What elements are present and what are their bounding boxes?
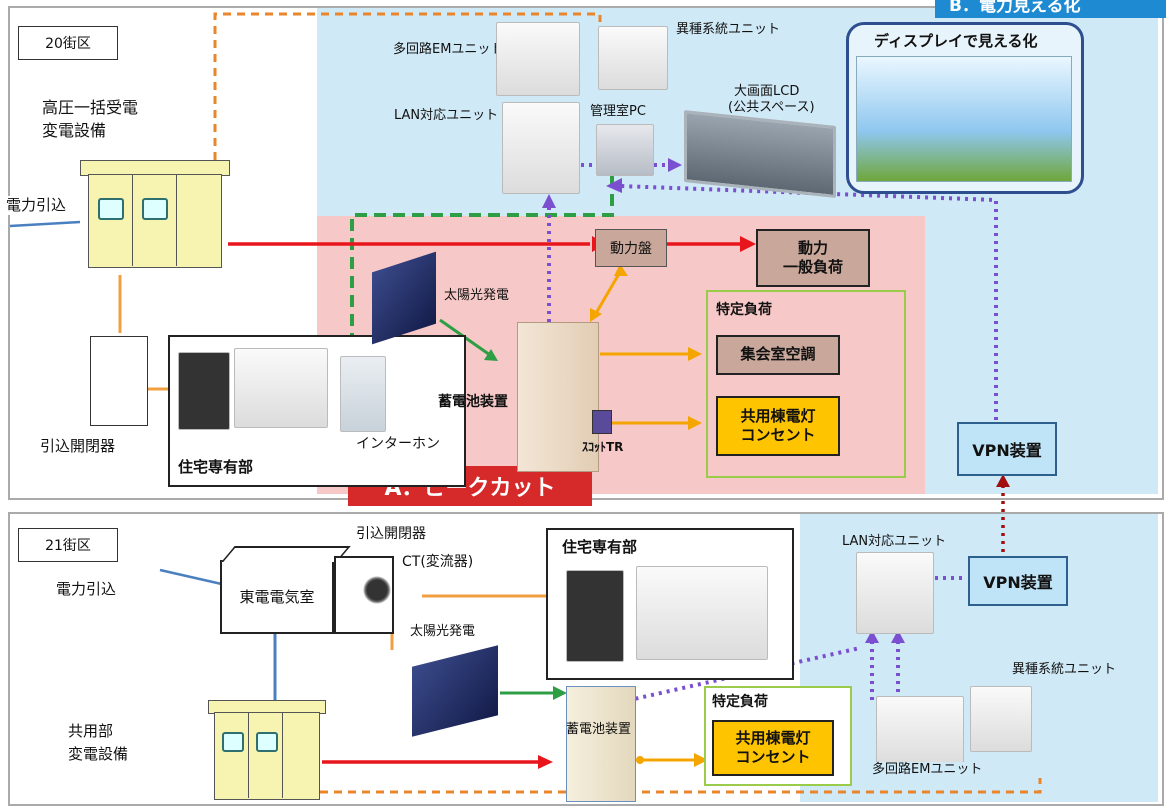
intake-switch-bottom-label: 引込開閉器	[356, 526, 426, 542]
vpn-device-top: VPN装置	[957, 422, 1057, 476]
display-bubble-title: ディスプレイで見える化	[874, 32, 1038, 50]
breaker-panel-top	[234, 348, 328, 428]
meeting-ac-label: 集会室空調	[740, 345, 816, 364]
residence-top-label: 住宅専有部	[178, 458, 254, 476]
scott-tr-label: ｽｺｯﾄTR	[582, 440, 624, 454]
foreign-system-unit-bottom	[970, 686, 1032, 752]
multi-em-unit-bottom	[876, 696, 964, 766]
intercom-device	[340, 356, 386, 432]
admin-pc-label: 管理室PC	[590, 104, 646, 119]
display-screen-mock	[856, 56, 1072, 182]
battery-cabinet-bottom	[566, 686, 636, 802]
power-load-line1: 動力	[797, 238, 828, 257]
lan-unit-bottom	[856, 552, 934, 634]
block21-label: 21街区	[18, 528, 118, 562]
hv-substation-cabinet	[80, 160, 230, 272]
meter-device-top	[178, 352, 230, 430]
battery-cabinet-top	[517, 322, 599, 472]
ct-label: CT(変流器)	[402, 554, 474, 570]
tepco-room-label: 東電電気室	[239, 588, 315, 606]
intake-switch-top-label: 引込開閉器	[40, 437, 116, 455]
battery-top-label: 蓄電池装置	[438, 394, 508, 410]
visualization-banner: B．電力見える化	[935, 0, 1166, 18]
admin-pc	[596, 124, 654, 176]
large-lcd-line2: (公共スペース)	[728, 100, 815, 115]
specific-load-bottom-label: 特定負荷	[712, 694, 768, 710]
vpn-device-bottom: VPN装置	[968, 556, 1068, 606]
hv-receiving-line1: 高圧一括受電	[42, 98, 139, 117]
common-substation-cabinet	[208, 700, 326, 800]
multi-em-unit-top	[496, 22, 580, 96]
lan-unit-top	[502, 102, 580, 194]
solar-top-label: 太陽光発電	[444, 288, 510, 303]
battery-bottom-label: 蓄電池装置	[566, 722, 632, 737]
power-panel: 動力盤	[595, 229, 667, 267]
power-load-line2: 一般負荷	[782, 258, 843, 276]
foreign-system-unit-top	[598, 26, 668, 90]
lan-unit-top-label: LAN対応ユニット	[394, 108, 499, 123]
common-light-bottom-line2: コンセント	[735, 748, 811, 766]
foreign-system-unit-top-label: 異種系統ユニット	[676, 22, 781, 37]
specific-load-top-label: 特定負荷	[716, 302, 772, 318]
power-general-load: 動力 一般負荷	[756, 229, 870, 287]
meter-device-bottom	[566, 570, 624, 662]
large-lcd-line1: 大画面LCD	[734, 84, 800, 99]
scott-tr-device	[592, 410, 612, 434]
ct-device	[342, 576, 392, 604]
common-lighting-top: 共用棟電灯 コンセント	[716, 396, 840, 456]
tepco-room-top-face	[221, 546, 351, 562]
specific-load-frame-top	[706, 290, 906, 478]
block20-label: 20街区	[18, 26, 118, 60]
power-intake-top: 電力引込	[6, 196, 67, 215]
intercom-label: インターホン	[356, 436, 440, 452]
meeting-room-ac: 集会室空調	[716, 335, 840, 375]
tepco-room: 東電電気室	[220, 560, 334, 634]
lan-unit-bottom-label: LAN対応ユニット	[842, 534, 947, 549]
common-sub-line2: 変電設備	[68, 745, 129, 763]
intake-switch-box	[90, 336, 148, 426]
power-intake-bottom: 電力引込	[56, 580, 117, 598]
common-light-top-line2: コンセント	[740, 426, 816, 444]
common-light-bottom-line1: 共用棟電灯	[735, 728, 811, 747]
common-lighting-bottom: 共用棟電灯 コンセント	[712, 720, 834, 776]
multi-em-unit-top-label: 多回路EMユニット	[393, 42, 504, 57]
hv-receiving-line2: 変電設備	[42, 121, 107, 140]
residence-bottom-label: 住宅専有部	[562, 538, 638, 556]
common-light-top-line1: 共用棟電灯	[740, 406, 816, 425]
breaker-panel-bottom	[636, 566, 768, 660]
solar-bottom-label: 太陽光発電	[410, 624, 476, 639]
foreign-system-unit-bottom-label: 異種系統ユニット	[1012, 662, 1117, 677]
common-sub-line1: 共用部	[68, 722, 114, 740]
multi-em-unit-bottom-label: 多回路EMユニット	[872, 762, 983, 779]
